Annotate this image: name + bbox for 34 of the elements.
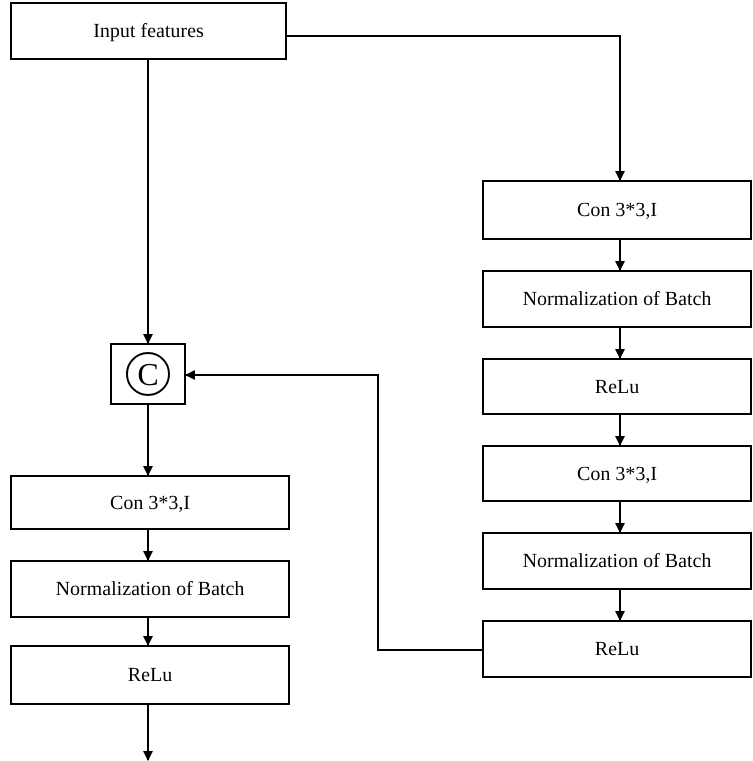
process-box <box>482 358 752 415</box>
box-label: Input features <box>93 19 204 43</box>
arrow <box>615 415 625 446</box>
arrow <box>143 618 153 646</box>
process-box <box>482 180 752 240</box>
arrow <box>615 590 625 621</box>
arrow <box>143 705 153 761</box>
box-label: ReLu <box>128 663 172 687</box>
arrow <box>615 328 625 359</box>
arrow <box>615 502 625 533</box>
box-label: Con 3*3,I <box>110 490 190 514</box>
arrow <box>185 370 482 651</box>
process-box <box>482 620 752 678</box>
concat-symbol: C <box>126 352 170 396</box>
arrow <box>287 35 625 181</box>
arrow <box>615 240 625 271</box>
arrow <box>143 405 153 476</box>
process-box <box>10 475 290 530</box>
box-label: Normalization of Batch <box>522 287 712 311</box>
concat-box <box>110 343 186 405</box>
box-label: Normalization of Batch <box>522 549 712 573</box>
arrow <box>143 530 153 561</box>
box-label: ReLu <box>594 374 640 398</box>
process-box <box>10 2 287 60</box>
box-label: Normalization of Batch <box>56 577 244 601</box>
process-box <box>482 270 752 328</box>
box-label: Con 3*3,I <box>577 198 657 222</box>
process-box <box>10 560 290 618</box>
process-box <box>10 645 290 705</box>
arrow <box>143 60 153 344</box>
process-box <box>482 532 752 590</box>
box-label: ReLu <box>594 637 640 661</box>
process-box <box>482 445 752 502</box>
box-label: Con 3*3,I <box>577 462 657 486</box>
